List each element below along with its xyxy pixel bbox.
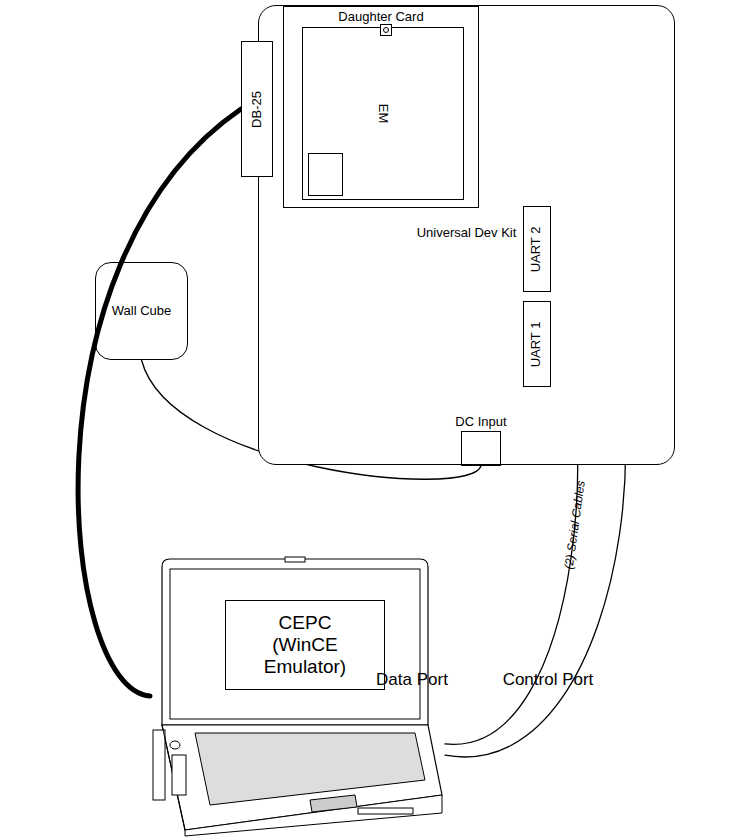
screen-label: CEPC (WinCE Emulator)	[255, 612, 355, 678]
wall-cube-label: Wall Cube	[112, 304, 171, 319]
cable-note: (2) Serial Cables	[562, 480, 588, 570]
dev-kit-board: Universal Dev KitDB-25Daughter CardEMUAR…	[258, 5, 675, 465]
daughter-card-label: Daughter Card	[338, 10, 423, 25]
screen-frame: CEPC (WinCE Emulator)	[225, 600, 385, 690]
dc-input-jack: DC Input	[461, 431, 501, 466]
em-module-label: EM	[376, 104, 391, 124]
db25-connector-label: DB-25	[250, 91, 265, 128]
laptop: CEPC (WinCE Emulator)	[150, 555, 445, 837]
dev-kit-board-label: Universal Dev Kit	[417, 226, 517, 241]
port-label: Data Port	[376, 670, 448, 690]
em-pin-hole	[383, 27, 389, 33]
wall-cube: Wall Cube	[95, 262, 188, 360]
port-label: Control Port	[503, 670, 594, 690]
laptop-illustration	[150, 555, 445, 837]
daughter-card: Daughter CardEM	[283, 6, 479, 208]
em-chip	[308, 153, 343, 196]
em-pin-marker	[380, 24, 392, 36]
uart-port-label: UART 1	[530, 321, 545, 367]
uart-port-label: UART 2	[530, 226, 545, 272]
uart-port: UART 2	[523, 206, 551, 292]
uart-port: UART 1	[523, 301, 551, 387]
db25-connector: DB-25	[241, 41, 273, 177]
dc-input-jack-label: DC Input	[455, 415, 506, 430]
em-module: EM	[302, 27, 464, 200]
